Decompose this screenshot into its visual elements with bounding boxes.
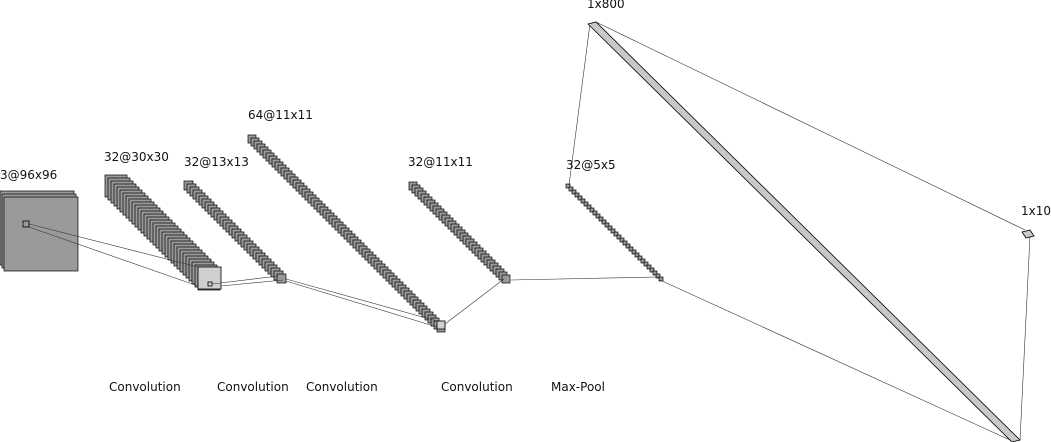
pool-layer-map xyxy=(580,198,586,204)
dense-layer xyxy=(587,21,1021,442)
op-label-conv-4: Convolution xyxy=(441,380,513,394)
pool-layer-map xyxy=(583,201,589,207)
layer-label-pool: 32@5x5 xyxy=(566,158,616,172)
conv3-patch xyxy=(436,320,446,330)
pool-layer-map xyxy=(568,186,574,192)
input-layer-map xyxy=(3,196,79,272)
pool-layer-map xyxy=(577,195,583,201)
pool-layer-map xyxy=(628,246,634,252)
connection-line xyxy=(595,21,1026,231)
op-label-conv-1: Convolution xyxy=(109,380,181,394)
op-label-conv-3: Convolution xyxy=(306,380,378,394)
connection-line xyxy=(285,278,438,322)
pool-layer-map xyxy=(574,192,580,198)
connection-line xyxy=(444,278,505,325)
layer-label-conv2: 32@13x13 xyxy=(184,155,249,169)
pool-layer-map xyxy=(640,258,646,264)
pool-layer-map xyxy=(637,255,643,261)
layer-label-conv3: 64@11x11 xyxy=(248,108,313,122)
pool-layer-map xyxy=(565,183,571,189)
conv2-layer-map xyxy=(276,273,287,284)
connection-line xyxy=(568,23,591,186)
layer-label-dense: 1x800 xyxy=(587,0,625,11)
pool-layer-map xyxy=(598,216,604,222)
pool-layer-map xyxy=(610,228,616,234)
connection-line xyxy=(659,279,1011,441)
pool-layer-map xyxy=(589,207,595,213)
pool-layer-map xyxy=(601,219,607,225)
pool-layer-map xyxy=(571,189,577,195)
layer-label-input: 3@96x96 xyxy=(0,168,58,182)
pool-layer-map xyxy=(613,231,619,237)
pool-layer-map xyxy=(631,249,637,255)
pool-layer-map xyxy=(646,264,652,270)
pool-layer-map xyxy=(604,222,610,228)
pool-layer-map xyxy=(622,240,628,246)
connection-line xyxy=(28,226,199,287)
pool-layer-map xyxy=(625,243,631,249)
connection-line xyxy=(510,276,659,281)
connection-line xyxy=(1019,235,1031,441)
pool-layer-map xyxy=(643,261,649,267)
layer-label-conv4: 32@11x11 xyxy=(408,155,473,169)
connection-line xyxy=(28,223,199,268)
connection-line xyxy=(220,279,284,287)
pool-layer-map xyxy=(616,234,622,240)
pool-layer-map xyxy=(649,267,655,273)
op-label-maxpool: Max-Pool xyxy=(551,380,605,394)
op-label-conv-2: Convolution xyxy=(217,380,289,394)
pool-layer-map xyxy=(652,270,658,276)
output-layer xyxy=(1021,229,1035,239)
conv4-layer-map xyxy=(501,274,511,284)
pool-layer-map xyxy=(655,273,661,279)
pool-layer-map xyxy=(592,210,598,216)
pool-layer-map xyxy=(595,213,601,219)
connection-line xyxy=(285,280,438,328)
layer-label-conv1: 32@30x30 xyxy=(104,150,169,164)
connection-line xyxy=(211,275,279,285)
pool-layer-map xyxy=(586,204,592,210)
layer-label-output: 1x10 xyxy=(1021,204,1051,218)
pool-layer-map xyxy=(634,252,640,258)
pool-layer-map xyxy=(607,225,613,231)
pool-layer-map xyxy=(658,276,664,282)
pool-layer-map xyxy=(619,237,625,243)
